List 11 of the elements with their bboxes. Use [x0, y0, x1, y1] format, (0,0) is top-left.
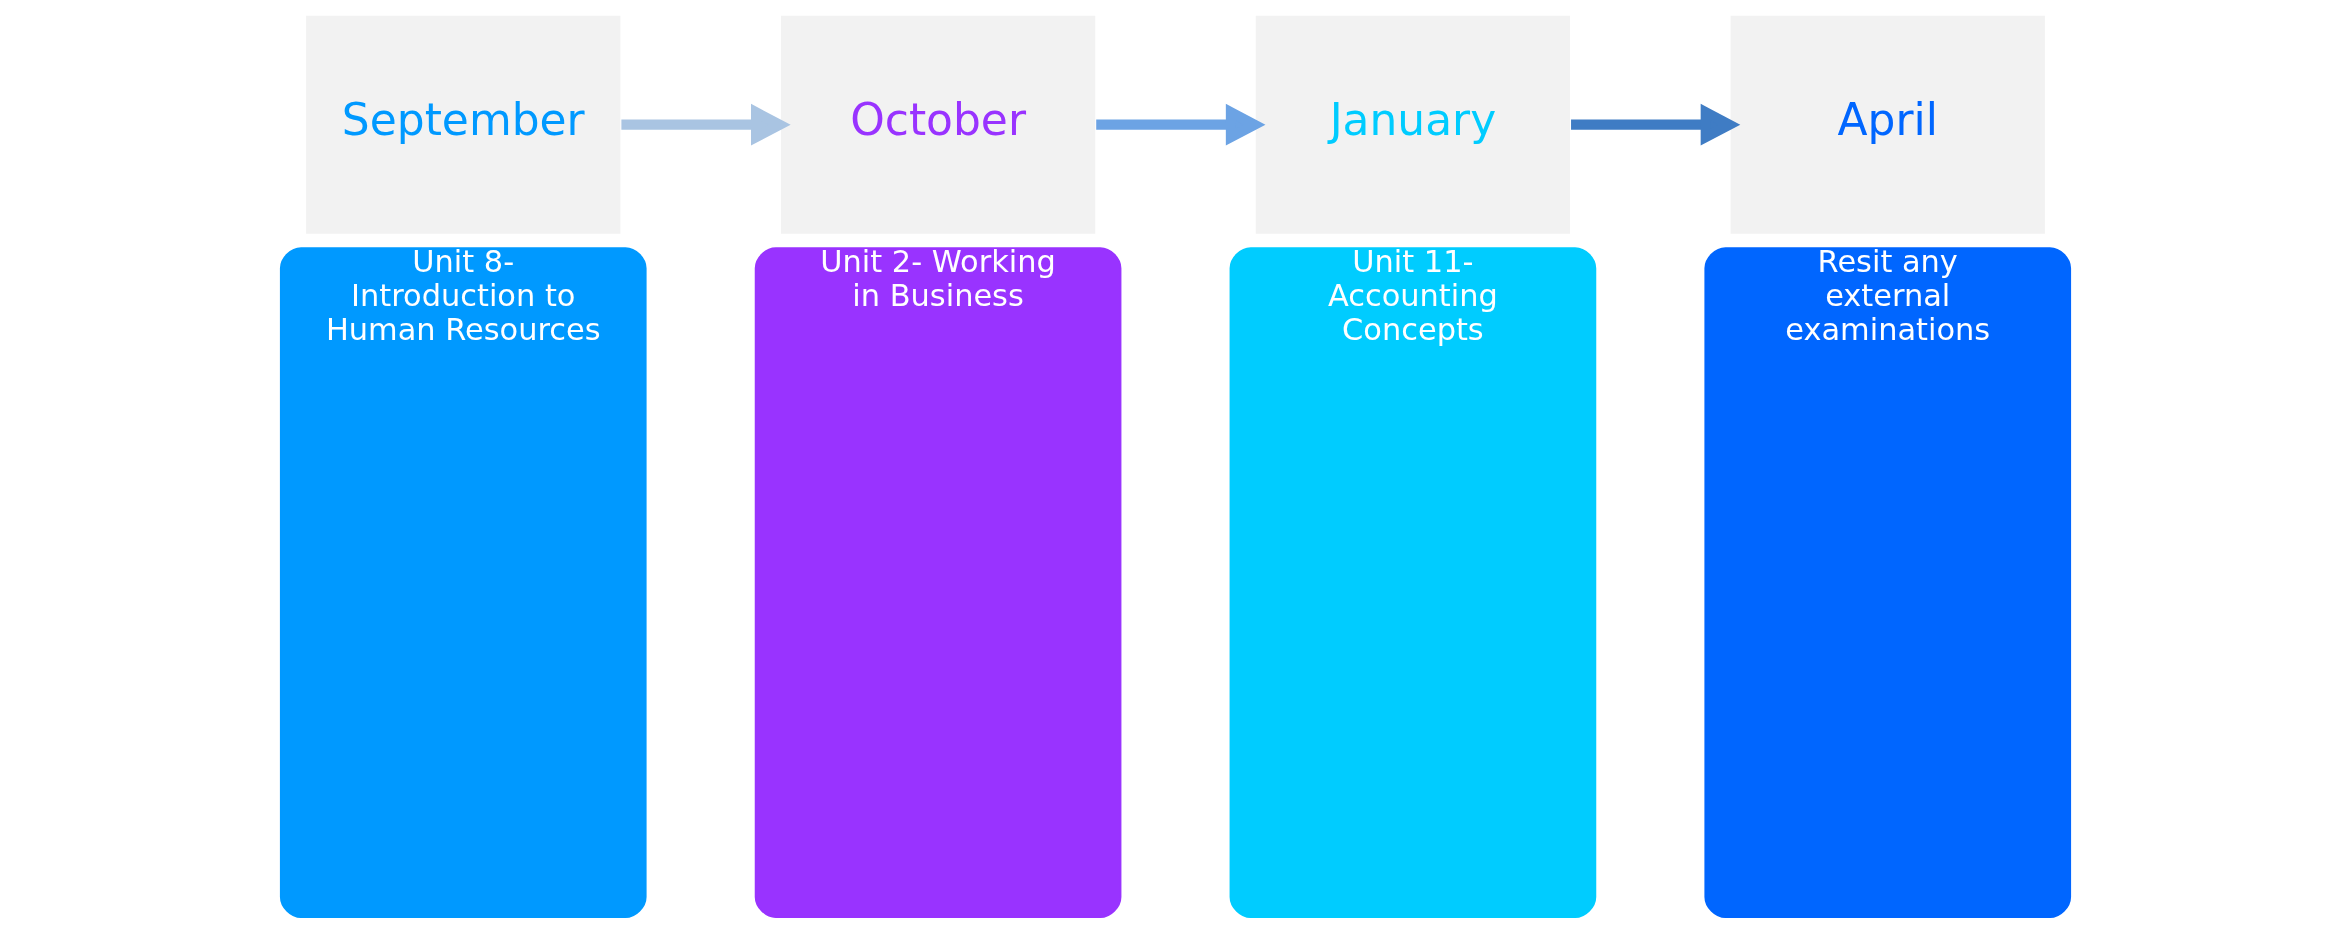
- arrow: [1096, 103, 1266, 146]
- node-box: Resit any external examinations: [1704, 247, 2072, 918]
- node-box: September: [304, 14, 623, 236]
- arrow: [621, 103, 791, 146]
- arrow: [1571, 103, 1741, 146]
- node-box: October: [779, 14, 1097, 236]
- node-box: January: [1254, 14, 1572, 236]
- node-box: Unit 11- Accounting Concepts: [1229, 247, 1597, 918]
- node-box: April: [1728, 14, 2047, 236]
- node-box: Unit 8- Introduction to Human Resources: [279, 247, 647, 918]
- node-box: Unit 2- Working in Business: [754, 247, 1122, 918]
